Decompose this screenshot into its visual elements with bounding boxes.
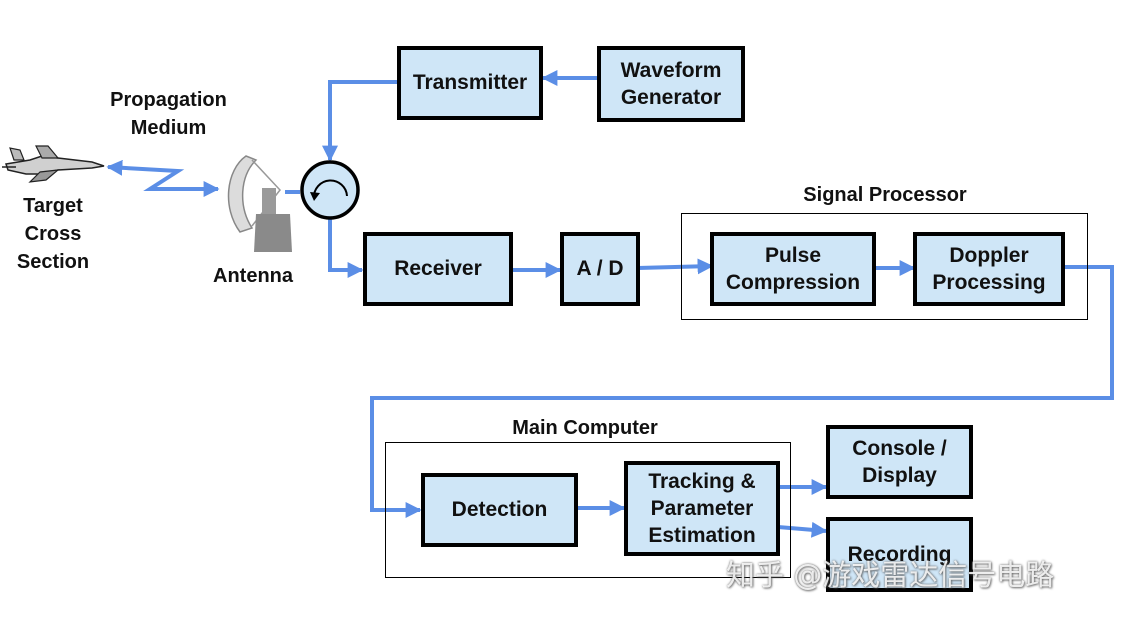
wire-tracking-to-recording <box>777 521 828 538</box>
circulator-icon <box>300 160 360 220</box>
wire-circulator-to-receiver <box>328 218 364 278</box>
wire-doppler-to-detection <box>370 265 1114 518</box>
waveform-generator-block: Waveform Generator <box>597 46 745 122</box>
main-computer-title: Main Computer <box>512 417 658 439</box>
detection-block: Detection <box>421 473 578 547</box>
doppler-processing-block: Doppler Processing <box>913 232 1065 306</box>
propagation-zigzag <box>106 159 218 191</box>
console-display-block: Console / Display <box>826 425 973 499</box>
aircraft-icon <box>2 145 105 183</box>
pulse-compression-block: Pulse Compression <box>710 232 876 306</box>
main-computer-group <box>385 442 791 578</box>
watermark: 知乎 @游戏雷达信号电路 <box>726 558 1055 592</box>
wire-adc-to-pulse <box>637 258 714 275</box>
signal-processor-title: Signal Processor <box>803 184 967 206</box>
antenna-label: Antenna <box>213 265 293 287</box>
signal-processor-group <box>681 213 1088 320</box>
receiver-block: Receiver <box>363 232 513 306</box>
propagation-medium-label: Propagation Medium <box>110 89 227 139</box>
wire-transmitter-to-circulator <box>322 80 397 162</box>
recording-block: Recording <box>826 517 973 592</box>
target-cross-section-label: Target Cross Section <box>16 195 90 273</box>
tracking-estimation-block: Tracking & Parameter Estimation <box>624 461 780 556</box>
adc-block: A / D <box>560 232 640 306</box>
antenna-icon <box>227 155 292 252</box>
transmitter-block: Transmitter <box>397 46 543 120</box>
